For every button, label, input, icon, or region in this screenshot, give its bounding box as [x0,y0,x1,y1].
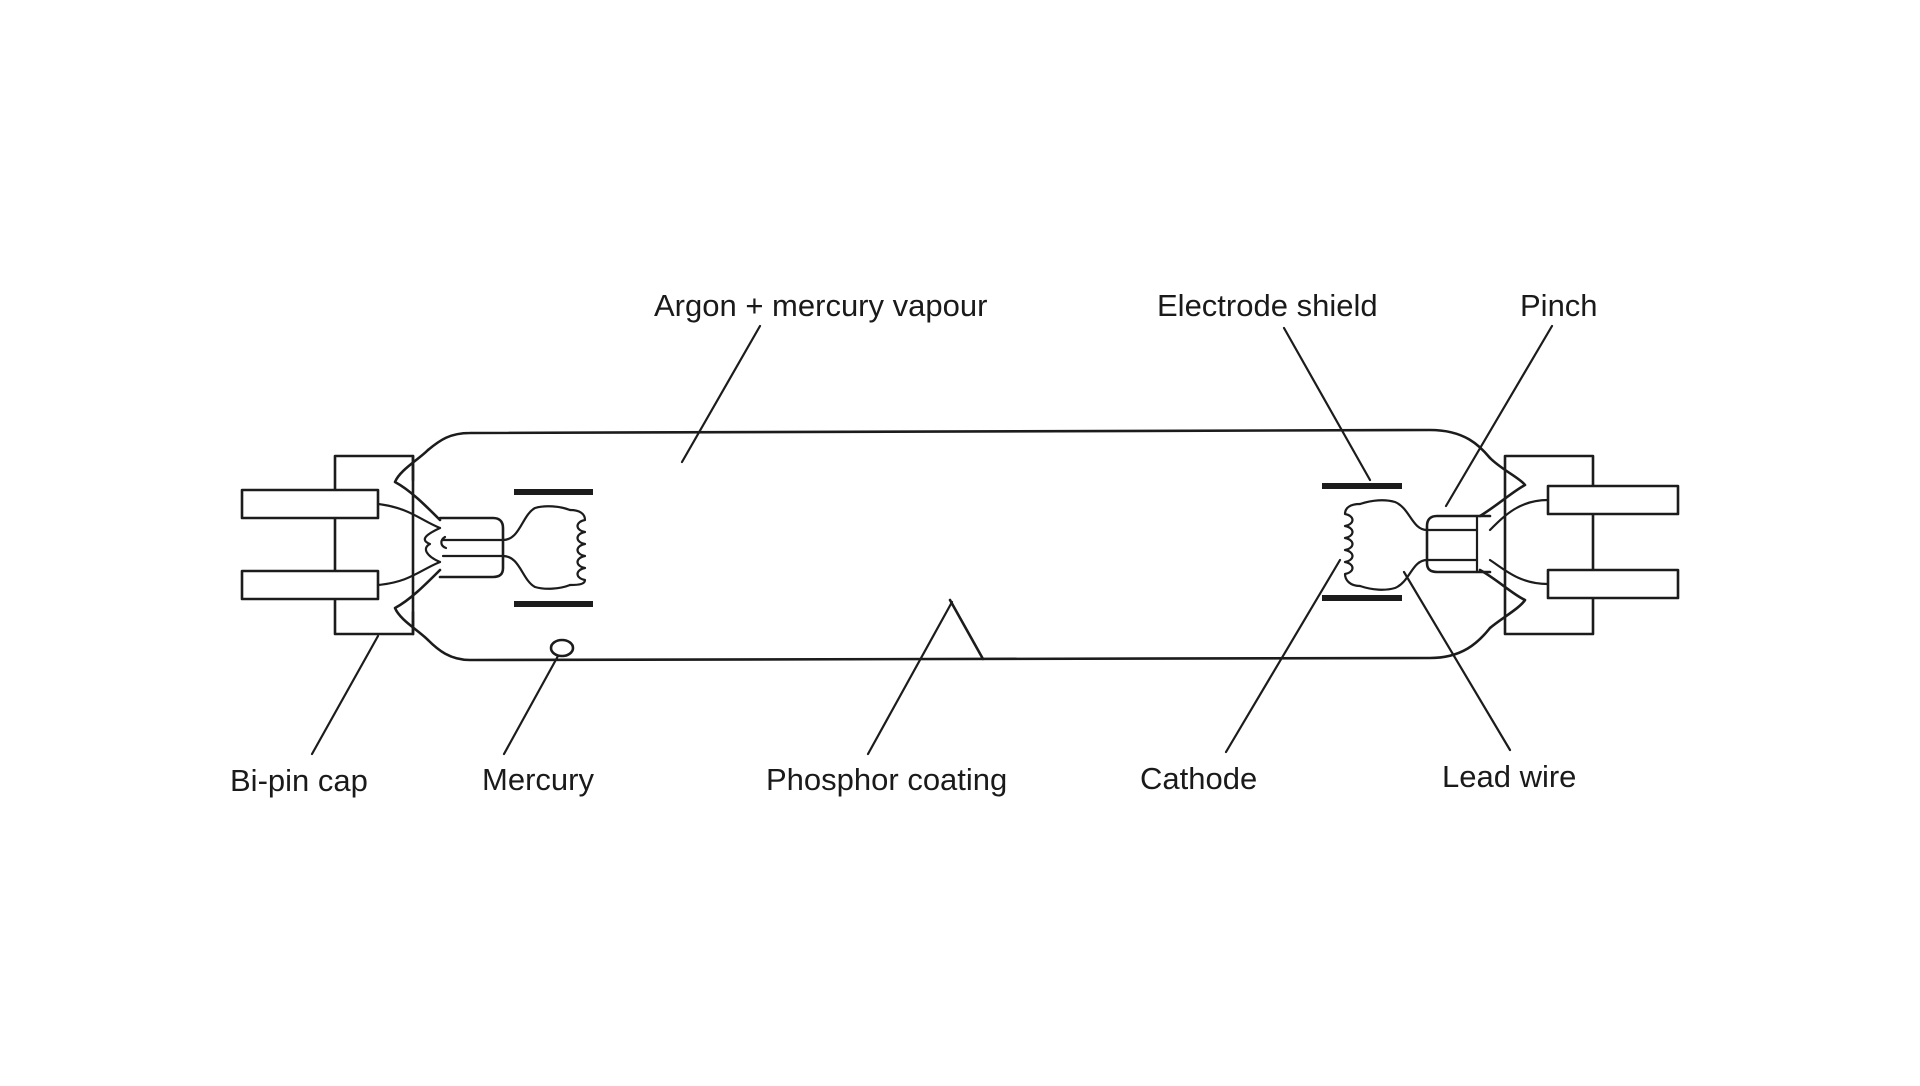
right-bipin-cap [1478,454,1680,636]
leader-cathode [1224,558,1342,754]
leader-mercury [502,654,560,756]
label-lead-wire: Lead wire [1442,759,1576,794]
leader-pinch [1444,324,1554,508]
glass-tube [426,428,1492,662]
leader-bipin-cap [310,634,380,756]
label-argon-mercury-vapour: Argon + mercury vapour [654,288,987,323]
label-pinch: Pinch [1520,288,1598,323]
mercury-droplet [549,638,575,658]
label-cathode: Cathode [1140,761,1257,796]
right-pinch [1425,498,1550,586]
left-pinch [376,502,505,587]
label-mercury: Mercury [482,762,594,797]
leader-argon [680,324,762,464]
leader-lead-wire [1402,570,1512,752]
leader-phosphor [866,600,954,756]
right-electrode [1322,483,1429,601]
label-bipin-cap: Bi-pin cap [230,763,368,798]
left-bipin-cap [240,448,442,642]
label-electrode-shield: Electrode shield [1157,288,1378,323]
leader-electrode-shield [1282,326,1372,482]
label-phosphor-coating: Phosphor coating [766,762,1007,797]
left-electrode [501,489,593,607]
phosphor-marker [948,598,985,661]
